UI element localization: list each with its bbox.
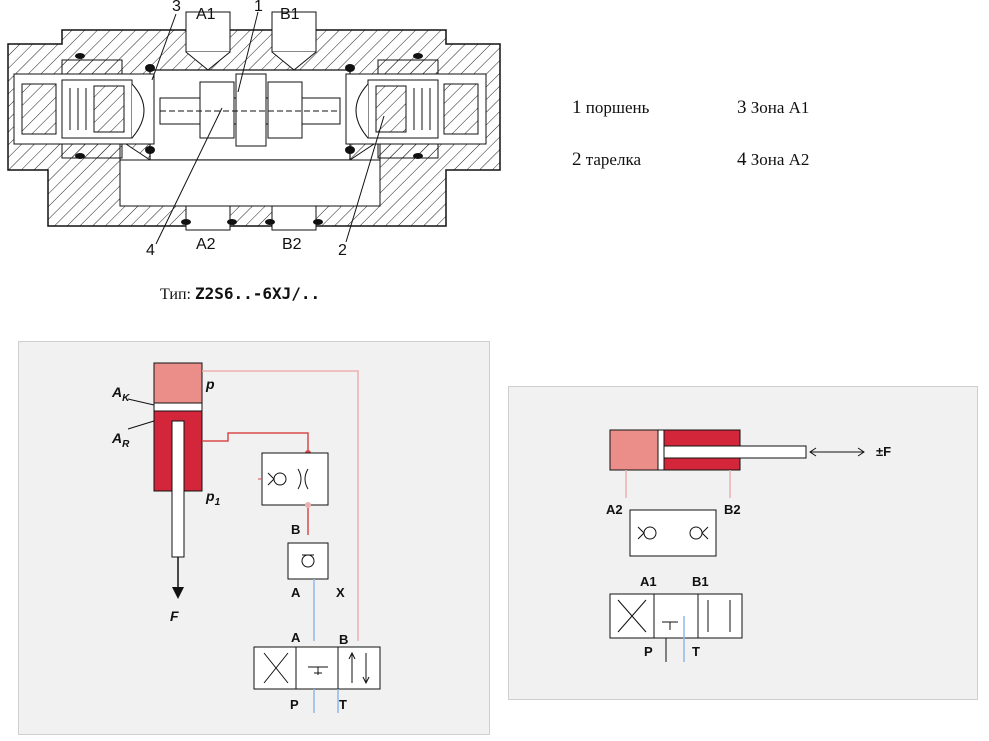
area-ar-label: AR [112,430,130,450]
right-p-label: P [644,644,653,659]
label-3: 3 [172,0,181,15]
type-prefix: Тип: [160,286,191,303]
label-4: 4 [146,242,155,259]
check-a-label: A [291,585,301,600]
pressure-p1-label: p1 [206,488,221,508]
legend-item-3: 3 Зона А1 [737,97,810,118]
area-ak-label: AK [112,384,130,404]
label-1: 1 [254,0,263,15]
right-b1-label: B1 [692,574,709,589]
check-b-label: B [291,522,301,537]
port-a2-label: A2 [196,236,216,253]
valve-section-drawing [7,11,501,245]
right-a2-label: A2 [606,502,623,517]
valve-a-label: A [291,630,301,645]
legend-item-1: 1 поршень [572,97,650,118]
legend-item-2: 2 тарелка [572,149,642,170]
pressure-p-label: p [206,376,215,392]
port-a1-label: A1 [196,6,216,23]
right-circuit-panel [508,386,978,700]
port-x-label: X [336,585,345,600]
label-2: 2 [338,242,347,259]
right-t-label: T [692,644,700,659]
force-label: ±F [876,444,892,459]
valve-t-label: T [339,697,347,712]
port-b1-label: B1 [280,6,300,23]
type-code: Z2S6..-6XJ/.. [194,284,321,303]
left-circuit-diagram [127,362,381,713]
valve-p-label: P [290,697,299,712]
right-b2-label: B2 [724,502,741,517]
right-circuit-diagram [609,429,865,662]
type-designation: Тип: Z2S6..-6XJ/.. [160,284,320,304]
legend-item-4: 4 Зона А2 [737,149,810,170]
force-f-label: F [170,608,179,624]
right-a1-label: A1 [640,574,657,589]
valve-b-label: B [339,632,349,647]
port-b2-label: B2 [282,236,302,253]
